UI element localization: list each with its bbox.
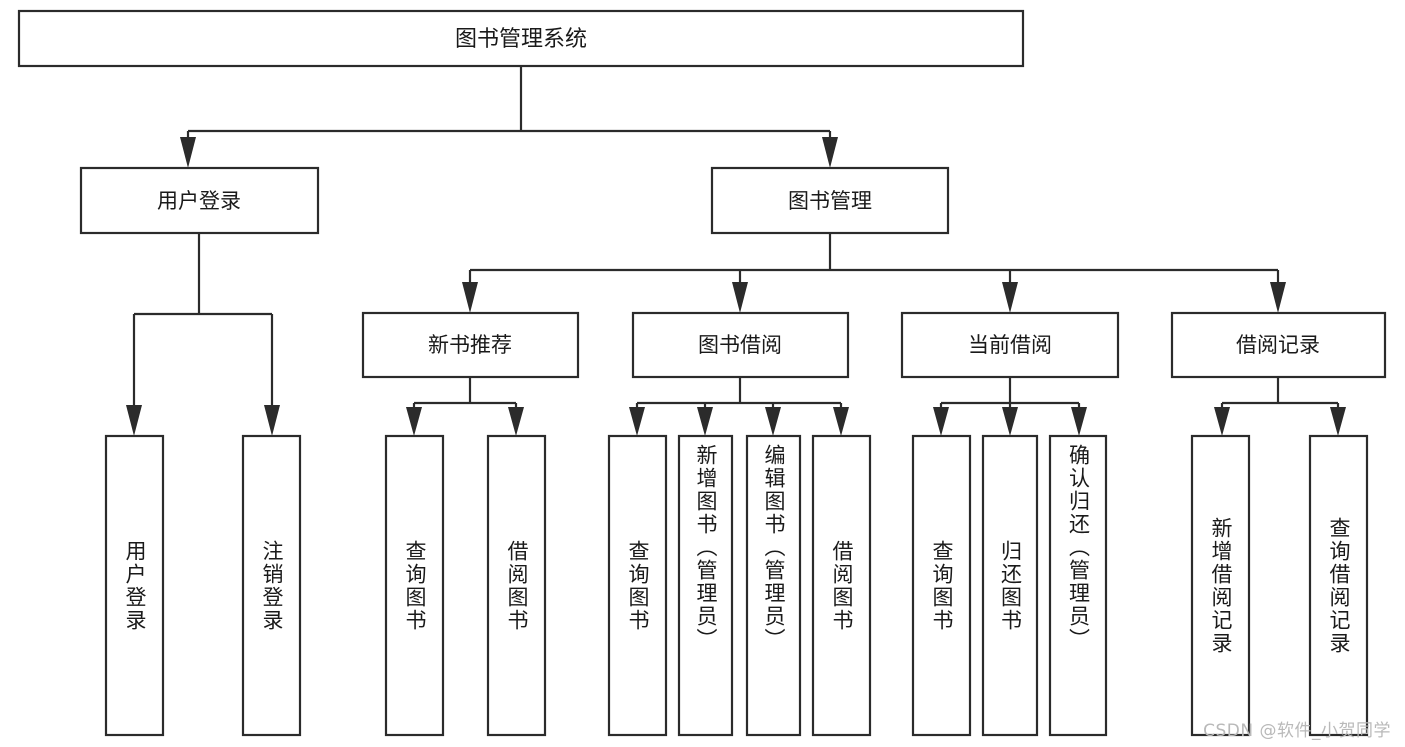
arrow-head-leaf-return-book xyxy=(1002,407,1018,436)
connector-group-new-book-recommend xyxy=(406,377,524,436)
arrow-head-leaf-add-book xyxy=(697,407,713,436)
node-box-leaf-logout-login[interactable] xyxy=(241,434,302,737)
node-root[interactable]: 图书管理系统 xyxy=(17,9,1025,68)
node-box-user-login[interactable] xyxy=(79,166,320,235)
arrow-head-leaf-edit-book xyxy=(765,407,781,436)
node-new-book-recommend[interactable]: 新书推荐 xyxy=(361,311,580,379)
node-box-leaf-return-book[interactable] xyxy=(981,434,1039,737)
node-box-leaf-add-record[interactable] xyxy=(1190,434,1251,737)
node-label-new-book-recommend: 新书推荐 xyxy=(428,333,512,357)
arrow-head-leaf-query-book-2 xyxy=(629,407,645,436)
node-box-root[interactable] xyxy=(17,9,1025,68)
arrow-head-user-login xyxy=(180,137,196,168)
node-box-book-manage[interactable] xyxy=(710,166,950,235)
node-box-leaf-query-book-3[interactable] xyxy=(911,434,972,737)
node-user-login[interactable]: 用户登录 xyxy=(79,166,320,235)
node-label-borrow-record: 借阅记录 xyxy=(1236,333,1320,357)
arrow-head-leaf-confirm-return xyxy=(1071,407,1087,436)
connector-group-book-borrow xyxy=(629,377,849,436)
node-current-borrow[interactable]: 当前借阅 xyxy=(900,311,1120,379)
node-book-borrow[interactable]: 图书借阅 xyxy=(631,311,850,379)
node-label-book-manage: 图书管理 xyxy=(788,189,872,213)
arrow-head-leaf-query-book-3 xyxy=(933,407,949,436)
node-box-borrow-record[interactable] xyxy=(1170,311,1387,379)
node-box-current-borrow[interactable] xyxy=(900,311,1120,379)
node-box-book-borrow[interactable] xyxy=(631,311,850,379)
leaf-box-group xyxy=(104,434,1369,737)
node-box-leaf-add-book[interactable] xyxy=(677,434,734,737)
arrow-head-borrow-record xyxy=(1270,282,1286,313)
node-box-leaf-borrow-book-2[interactable] xyxy=(811,434,872,737)
connector-group-current-borrow xyxy=(933,377,1087,436)
arrow-head-leaf-logout-login xyxy=(264,405,280,436)
node-borrow-record[interactable]: 借阅记录 xyxy=(1170,311,1387,379)
node-label-book-borrow: 图书借阅 xyxy=(698,333,782,357)
node-label-root: 图书管理系统 xyxy=(455,27,587,52)
arrow-head-leaf-query-record xyxy=(1330,407,1346,436)
connector-group-borrow-record xyxy=(1214,377,1346,436)
arrow-head-new-book-recommend xyxy=(462,282,478,313)
connector-group-root xyxy=(180,66,838,168)
node-box-leaf-query-book-1[interactable] xyxy=(384,434,445,737)
node-book-manage[interactable]: 图书管理 xyxy=(710,166,950,235)
arrow-head-leaf-borrow-book-1 xyxy=(508,407,524,436)
node-box-new-book-recommend[interactable] xyxy=(361,311,580,379)
arrow-head-leaf-user-login xyxy=(126,405,142,436)
node-box-leaf-query-record[interactable] xyxy=(1308,434,1369,737)
arrow-head-leaf-borrow-book-2 xyxy=(833,407,849,436)
arrow-head-book-manage xyxy=(822,137,838,168)
arrow-head-leaf-query-book-1 xyxy=(406,407,422,436)
node-label-current-borrow: 当前借阅 xyxy=(968,333,1052,357)
arrow-head-book-borrow xyxy=(732,282,748,313)
arrow-head-current-borrow xyxy=(1002,282,1018,313)
connector-group-book-manage xyxy=(462,233,1286,313)
node-box-leaf-confirm-return[interactable] xyxy=(1048,434,1108,737)
connector-group-user-login xyxy=(126,233,280,436)
node-box-leaf-edit-book[interactable] xyxy=(745,434,802,737)
csdn-watermark: CSDN @软件_小贺同学 xyxy=(1203,721,1391,741)
node-box-leaf-user-login[interactable] xyxy=(104,434,165,737)
node-box-leaf-borrow-book-1[interactable] xyxy=(486,434,547,737)
node-box-leaf-query-book-2[interactable] xyxy=(607,434,668,737)
node-label-user-login: 用户登录 xyxy=(157,189,241,213)
arrow-head-leaf-add-record xyxy=(1214,407,1230,436)
